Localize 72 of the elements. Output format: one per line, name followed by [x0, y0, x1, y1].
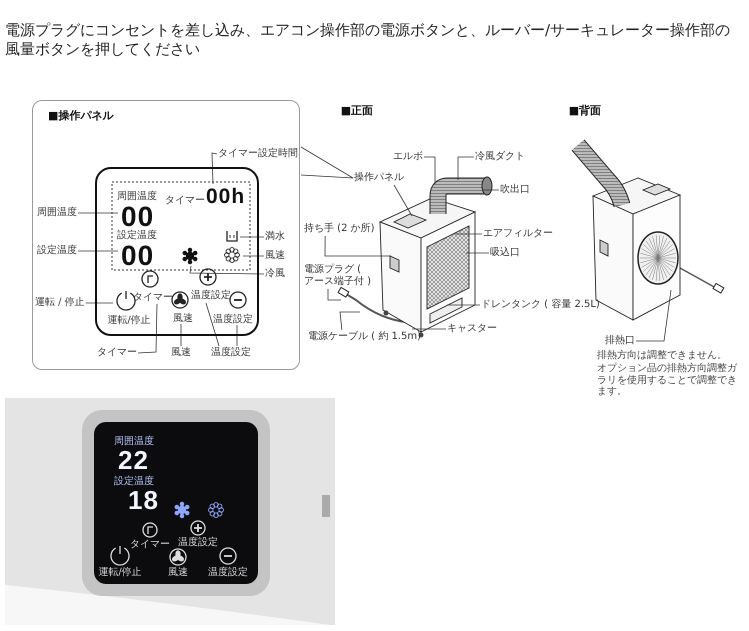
- callout-label: 風速: [171, 347, 191, 359]
- section-heading: ■背面: [568, 105, 602, 118]
- connector-line: [300, 146, 354, 178]
- display-caption: 周囲温度: [117, 191, 157, 202]
- note-text: オプション品の排熱方向調整ガラリを使用することで調整できます。: [597, 363, 738, 398]
- button-caption: 運転/停止: [107, 315, 151, 326]
- display-caption: 設定温度: [117, 230, 157, 242]
- leader-line: [78, 212, 118, 214]
- leader-line: [78, 250, 118, 252]
- leader-line: [206, 302, 220, 346]
- callout-label: 設定温度: [37, 245, 77, 257]
- leader-line: [394, 184, 412, 216]
- callout-label: 満水: [265, 231, 285, 243]
- panel-face: [95, 167, 259, 336]
- button-caption: タイマー: [133, 292, 173, 304]
- button-caption: 運転/停止: [98, 567, 142, 578]
- leader-line: [240, 236, 264, 238]
- callout-label: エアフィルター: [483, 228, 553, 240]
- leader-line: [85, 302, 114, 304]
- leader-line: [446, 304, 480, 306]
- button-caption: 温度設定: [208, 567, 248, 578]
- callout-label: 吹出口: [500, 184, 530, 196]
- callout-label: エルボ: [393, 151, 423, 163]
- leader-line: [212, 152, 218, 184]
- panel-frame: [32, 100, 300, 370]
- callout-label: 冷風ダクト: [475, 151, 525, 163]
- callout-label: 吸込口: [490, 247, 520, 259]
- digit-readout: 00: [121, 240, 154, 272]
- button-caption: 温度設定: [213, 314, 253, 326]
- air-conditioner-back-drawing: [572, 139, 725, 321]
- callout-label: 持ち手 (2 か所): [304, 223, 375, 235]
- callout-label: 風速: [265, 250, 285, 262]
- callout-label: 電源ケーブル ( 約 1.5m): [308, 331, 421, 343]
- section-heading: ■操作パネル: [48, 110, 114, 123]
- display-caption: 設定温度: [114, 476, 154, 488]
- digit-readout: 22: [118, 446, 149, 476]
- callout-label: ドレンタンク ( 容量 2.5L): [481, 299, 600, 311]
- leader-line: [190, 266, 264, 274]
- callout-label: 冷風: [265, 268, 285, 280]
- callout-label: 運転 / 停止: [35, 297, 85, 309]
- leader-line: [424, 156, 436, 184]
- callout-label: 温度設定: [211, 347, 251, 359]
- callout-label: タイマー設定時間: [218, 148, 298, 160]
- button-caption: 風速: [173, 313, 193, 324]
- callout-label: キャスター: [447, 323, 497, 335]
- leader-line: [236, 324, 238, 346]
- callout-label: 操作パネル: [354, 172, 404, 184]
- note-text: 排熱方向は調整できません。: [597, 350, 728, 362]
- title: 電源プラグにコンセントを差し込み、エアコン操作部の電源ボタンと、ルーバー/サーキュレーター操作部の風量ボタンを押してください: [5, 21, 732, 59]
- button-caption: 温度設定: [191, 290, 231, 302]
- callout-label: 排熱口: [605, 335, 635, 347]
- callout-label: 電源プラグ ( アース端子付 ): [304, 264, 384, 288]
- connector-line: [300, 174, 354, 178]
- leader-line: [340, 312, 360, 330]
- button-caption: タイマー: [130, 539, 170, 550]
- leader-line: [138, 304, 158, 354]
- leader-line: [328, 288, 342, 300]
- button-caption: 温度設定: [178, 537, 218, 548]
- leader-line: [324, 236, 392, 256]
- digit-readout: 18: [128, 486, 159, 516]
- leader-line: [466, 252, 490, 254]
- display-caption: 周囲温度: [114, 436, 154, 448]
- display-caption: タイマー: [165, 195, 205, 206]
- digit-readout: 00h: [206, 185, 246, 210]
- leader-line: [636, 290, 672, 342]
- callout-label: タイマー: [97, 347, 137, 359]
- section-heading: ■正面: [340, 105, 374, 118]
- leader-line: [180, 324, 182, 346]
- callout-label: 周囲温度: [37, 207, 77, 219]
- button-caption: 風速: [168, 567, 188, 578]
- leader-line: [412, 328, 446, 330]
- leader-line: [458, 156, 474, 180]
